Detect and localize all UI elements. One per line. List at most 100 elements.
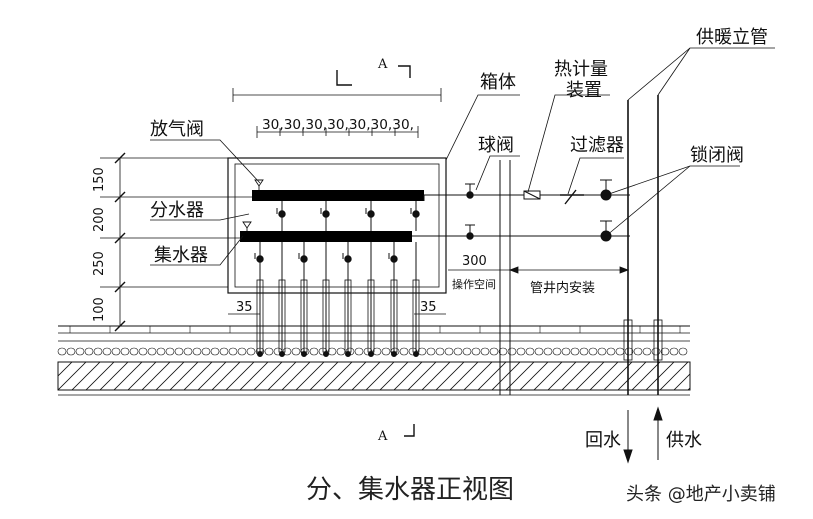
gravel-pebble bbox=[633, 347, 643, 356]
gravel-pebble bbox=[336, 347, 346, 356]
pipe-end bbox=[391, 351, 397, 357]
gravel-pebble bbox=[147, 347, 157, 356]
label-air-valve: 放气阀 bbox=[150, 119, 204, 140]
gravel-pebble bbox=[669, 347, 679, 356]
gravel-pebble bbox=[120, 347, 130, 356]
shaft-lines bbox=[499, 160, 511, 395]
branch-valve bbox=[300, 255, 308, 263]
main-pipes bbox=[412, 194, 630, 237]
label-distributor: 分水器 bbox=[150, 200, 204, 221]
gravel-pebble bbox=[462, 347, 472, 356]
gravel-pebble bbox=[165, 347, 175, 356]
gravel-pebble bbox=[615, 347, 625, 356]
gravel-pebble bbox=[642, 347, 652, 356]
label-box: 箱体 bbox=[480, 72, 516, 93]
label-filter: 过滤器 bbox=[570, 135, 624, 156]
dim-200: 200 bbox=[92, 207, 107, 232]
gravel-pebble bbox=[678, 347, 688, 356]
gravel-pebble bbox=[516, 347, 526, 356]
branch-valve bbox=[322, 210, 330, 218]
branch-valve bbox=[412, 210, 420, 218]
gravel-pebble bbox=[480, 347, 490, 356]
air-vent-valves bbox=[242, 179, 264, 231]
dim-100: 100 bbox=[92, 297, 107, 322]
gravel-pebble bbox=[228, 347, 238, 356]
gravel-pebble bbox=[291, 347, 301, 356]
section-label-bottom: A bbox=[377, 429, 388, 444]
pipe-end bbox=[279, 351, 285, 357]
gravel-pebble bbox=[201, 347, 211, 356]
heating-risers bbox=[627, 95, 659, 395]
branch-valve bbox=[278, 210, 286, 218]
gravel-pebble bbox=[309, 347, 319, 356]
gravel-pebble bbox=[84, 347, 94, 356]
gravel-pebble bbox=[264, 347, 274, 356]
gravel-pebble bbox=[471, 347, 481, 356]
gravel-pebble bbox=[435, 347, 445, 356]
label-ball-valve: 球阀 bbox=[478, 135, 514, 156]
gravel-pebble bbox=[57, 347, 67, 356]
gravel-pebble bbox=[525, 347, 535, 356]
gravel-pebble bbox=[174, 347, 184, 356]
gravel-pebble bbox=[579, 347, 589, 356]
gravel-pebble bbox=[561, 347, 571, 356]
gravel-pebble bbox=[543, 347, 553, 356]
section-label-top: A bbox=[377, 57, 388, 72]
vertical-dimension-chain bbox=[100, 152, 252, 332]
gravel-pebble bbox=[534, 347, 544, 356]
gravel-pebble bbox=[588, 347, 598, 356]
left-edge-dim: 35 bbox=[236, 300, 253, 315]
gravel-pebble bbox=[417, 347, 427, 356]
pitch-label: 30,30,30,30,30,30,30, bbox=[262, 118, 414, 133]
branch-valve bbox=[367, 210, 375, 218]
label-return-water: 回水 bbox=[585, 430, 621, 451]
branch-valve bbox=[344, 255, 352, 263]
gravel-pebble bbox=[651, 347, 661, 356]
gravel-pebble bbox=[93, 347, 103, 356]
label-supply-water: 供水 bbox=[666, 430, 702, 451]
gravel-pebble bbox=[138, 347, 148, 356]
label-heat-meter-1: 热计量 bbox=[554, 59, 608, 80]
gravel-pebble bbox=[444, 347, 454, 356]
gravel-pebble bbox=[66, 347, 76, 356]
gravel-pebble bbox=[570, 347, 580, 356]
operating-space-dimension bbox=[448, 264, 630, 276]
pipe-end bbox=[368, 351, 374, 357]
gravel-pebble bbox=[372, 347, 382, 356]
pipe-end bbox=[345, 351, 351, 357]
gravel-pebble bbox=[156, 347, 166, 356]
gravel-pebble bbox=[219, 347, 229, 356]
gravel-pebble bbox=[192, 347, 202, 356]
filter bbox=[560, 189, 584, 205]
branch-pipes bbox=[254, 201, 420, 357]
dim-250: 250 bbox=[92, 251, 107, 276]
drawing-title: 分、集水器正视图 bbox=[306, 475, 514, 505]
gravel-pebble bbox=[399, 347, 409, 356]
distributor-bar bbox=[252, 190, 424, 201]
manifold-box bbox=[227, 157, 447, 294]
gravel-pebble bbox=[75, 347, 85, 356]
gravel-pebble bbox=[381, 347, 391, 356]
leader-lines bbox=[150, 47, 775, 266]
gravel-pebble bbox=[426, 347, 436, 356]
gravel-pebble bbox=[129, 347, 139, 356]
heat-meter bbox=[523, 190, 541, 200]
collector-bar bbox=[240, 231, 412, 242]
ball-valves bbox=[465, 183, 475, 240]
gravel-pebble bbox=[660, 347, 670, 356]
right-edge-dim: 35 bbox=[420, 300, 437, 315]
branch-valve bbox=[390, 255, 398, 263]
gravel-pebble bbox=[327, 347, 337, 356]
section-mark-bottom bbox=[404, 424, 415, 437]
gravel-pebble bbox=[606, 347, 616, 356]
watermark: 头条 @地产小卖铺 bbox=[626, 484, 776, 505]
gravel-pebble bbox=[210, 347, 220, 356]
gravel-pebble bbox=[624, 347, 634, 356]
shaft-install-label: 管井内安装 bbox=[530, 280, 595, 296]
pitch-dimension bbox=[256, 126, 419, 138]
riser-sleeves bbox=[623, 319, 663, 361]
gravel-pebble bbox=[552, 347, 562, 356]
label-heat-meter-2: 装置 bbox=[566, 80, 602, 101]
